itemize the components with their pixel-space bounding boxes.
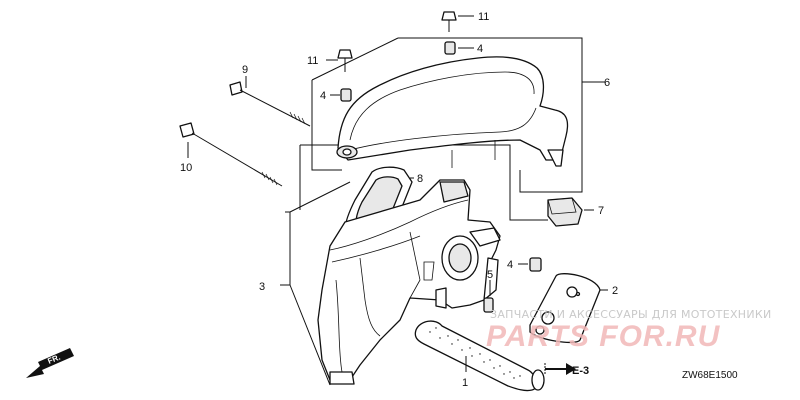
callout-9: 9 bbox=[242, 64, 248, 76]
reference-arrow bbox=[544, 363, 576, 375]
bolt-long-10 bbox=[179, 122, 283, 187]
diagram-code: ZW68E1500 bbox=[682, 370, 738, 381]
callout-11-left: 11 bbox=[307, 55, 318, 67]
callout-4-top: 4 bbox=[477, 43, 483, 55]
front-direction-label: FR. bbox=[46, 353, 61, 366]
callout-4-left: 4 bbox=[320, 90, 326, 102]
reference-label: E-3 bbox=[572, 365, 589, 377]
breather-hose bbox=[414, 320, 545, 392]
gasket-plate bbox=[529, 273, 601, 344]
callout-10: 10 bbox=[180, 162, 192, 174]
watermark-logo: PARTS FOR.RU bbox=[486, 320, 721, 353]
collar-4-left bbox=[340, 88, 352, 102]
air-cleaner-cover bbox=[336, 56, 569, 168]
leader-lines bbox=[187, 15, 608, 372]
bolt-short-11-left bbox=[337, 49, 353, 72]
front-direction-arrow bbox=[26, 348, 74, 378]
callout-8: 8 bbox=[417, 173, 423, 185]
pin bbox=[483, 297, 494, 313]
bolt-short-11-top bbox=[441, 11, 457, 32]
callout-4-right: 4 bbox=[507, 259, 513, 271]
callout-6: 6 bbox=[604, 77, 610, 89]
bolt-long-9 bbox=[229, 81, 311, 127]
callout-11-top: 11 bbox=[478, 11, 489, 23]
callout-1: 1 bbox=[462, 377, 468, 389]
callout-3: 3 bbox=[259, 281, 265, 293]
callout-2: 2 bbox=[612, 285, 618, 297]
watermark-caption: ЗАПЧАСТИ И АКСЕССУАРЫ ДЛЯ МОТОТЕХНИКИ bbox=[490, 308, 772, 321]
callout-5: 5 bbox=[487, 269, 493, 281]
callout-7: 7 bbox=[598, 205, 604, 217]
rubber-block bbox=[547, 197, 583, 227]
air-cleaner-case bbox=[317, 179, 501, 385]
collar-4-right bbox=[529, 257, 542, 272]
collar-4-top bbox=[444, 41, 456, 55]
